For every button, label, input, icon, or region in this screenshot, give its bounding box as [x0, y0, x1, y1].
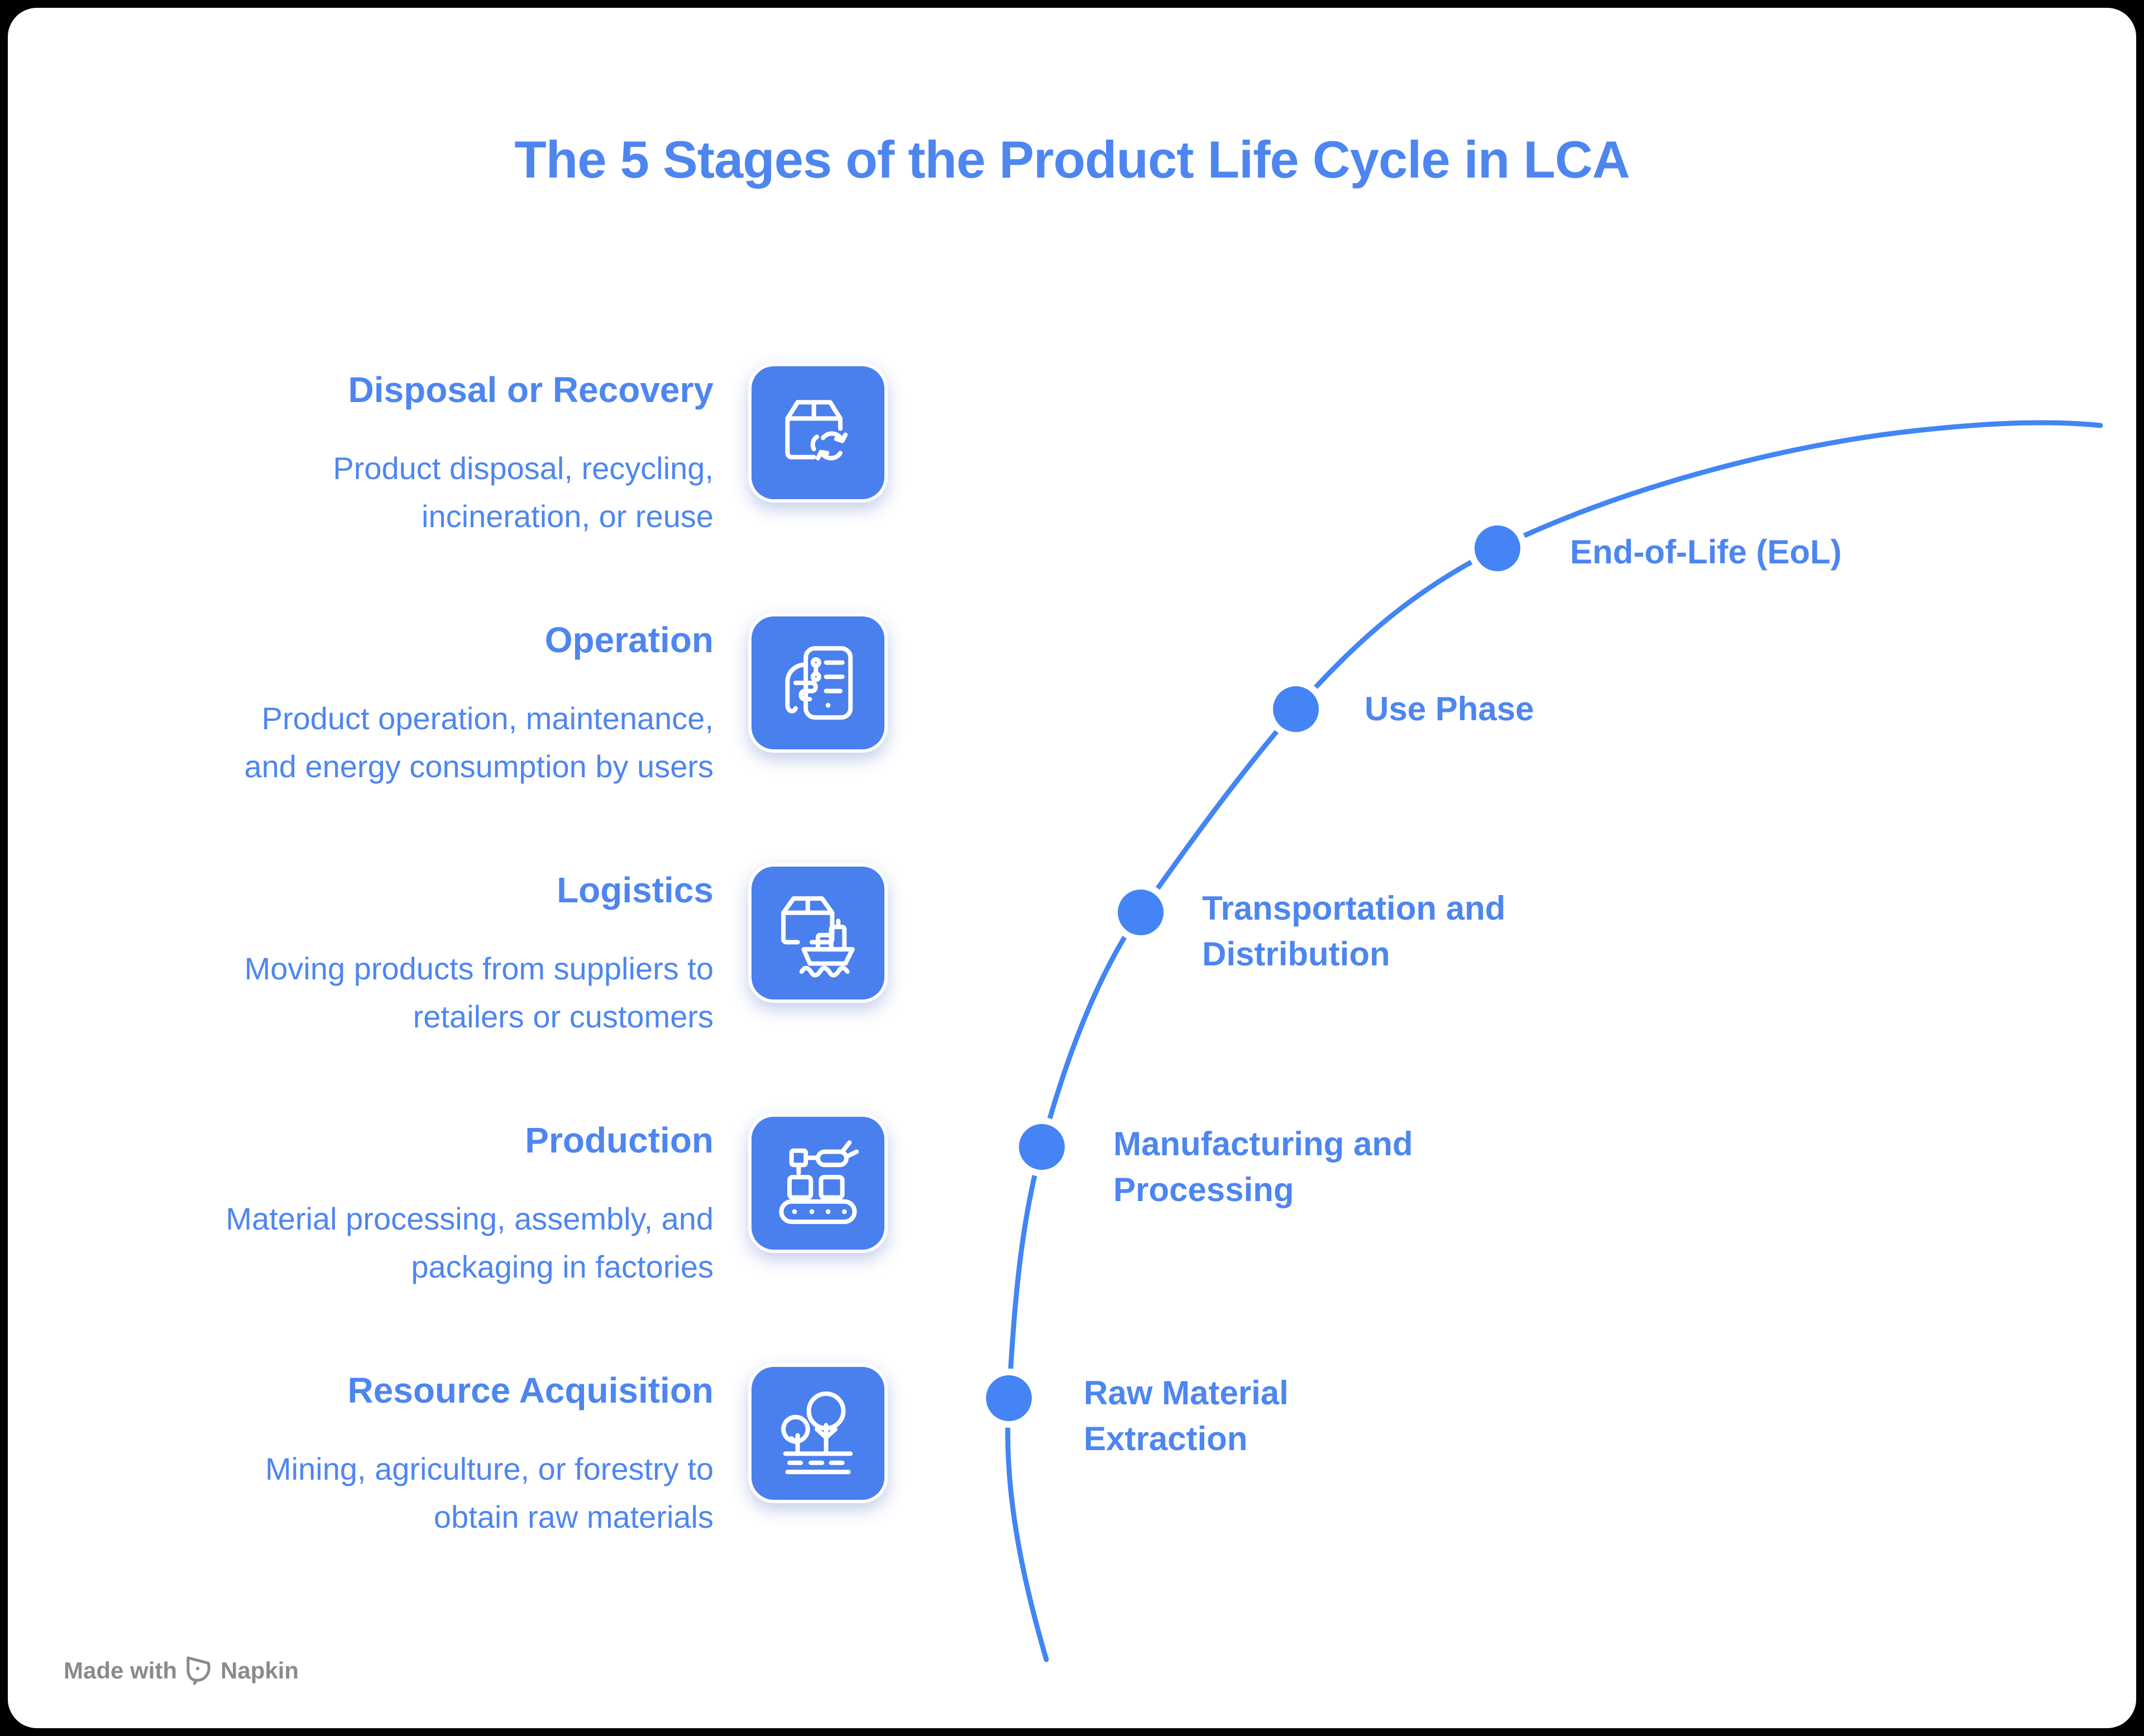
stage-description: Material processing, assembly, and packa… [226, 1201, 714, 1284]
footer-brand-label: Napkin [221, 1657, 299, 1684]
curve-node-transportation [1111, 883, 1170, 942]
stage-item-disposal: Disposal or Recovery Product disposal, r… [205, 366, 714, 541]
stage-description: Mining, agriculture, or forestry to obta… [265, 1451, 714, 1534]
curve-label-manufacturing: Manufacturing and Processing [1113, 1125, 1413, 1208]
infographic-card: The 5 Stages of the Product Life Cycle i… [8, 8, 2136, 1728]
stage-item-logistics: Logistics Moving products from suppliers… [205, 867, 714, 1041]
stage-description: Product disposal, recycling, incineratio… [333, 451, 714, 534]
stage-description: Product operation, maintenance, and ener… [244, 701, 714, 784]
napkin-logo-icon [186, 1656, 210, 1685]
trees-icon [748, 1364, 888, 1503]
hand-phone-checklist-icon [748, 613, 888, 753]
curve-label-raw-material: Raw Material Extraction [1084, 1374, 1289, 1457]
stage-title: Resource Acquisition [347, 1370, 714, 1410]
stage-title: Production [525, 1120, 714, 1160]
package-ship-icon [748, 863, 888, 1003]
curve-label-end-of-life: End-of-Life (EoL) [1570, 533, 1842, 571]
package-recycle-icon [748, 363, 888, 503]
stage-title: Disposal or Recovery [348, 370, 714, 410]
stage-item-resource-acquisition: Resource Acquisition Mining, agriculture… [205, 1367, 714, 1541]
made-with-napkin: Made with Napkin [64, 1656, 299, 1685]
curve-node-end-of-life [1468, 519, 1527, 578]
stage-title: Operation [544, 620, 714, 660]
stage-title: Logistics [557, 870, 714, 910]
stage-item-operation: Operation Product operation, maintenance… [205, 616, 714, 791]
page-title: The 5 Stages of the Product Life Cycle i… [514, 130, 1630, 189]
curve-node-manufacturing [1012, 1117, 1071, 1177]
lifecycle-curve [1005, 420, 2103, 1662]
curve-node-raw-material [979, 1369, 1038, 1428]
conveyor-robot-arm-icon [748, 1113, 888, 1253]
curve-node-use-phase [1266, 680, 1325, 739]
stage-item-production: Production Material processing, assembly… [205, 1117, 714, 1291]
footer-made-with-label: Made with [64, 1657, 178, 1684]
stage-description: Moving products from suppliers to retail… [244, 951, 714, 1034]
curve-label-transportation: Transportation and Distribution [1202, 889, 1506, 973]
curve-label-use-phase: Use Phase [1365, 690, 1534, 728]
